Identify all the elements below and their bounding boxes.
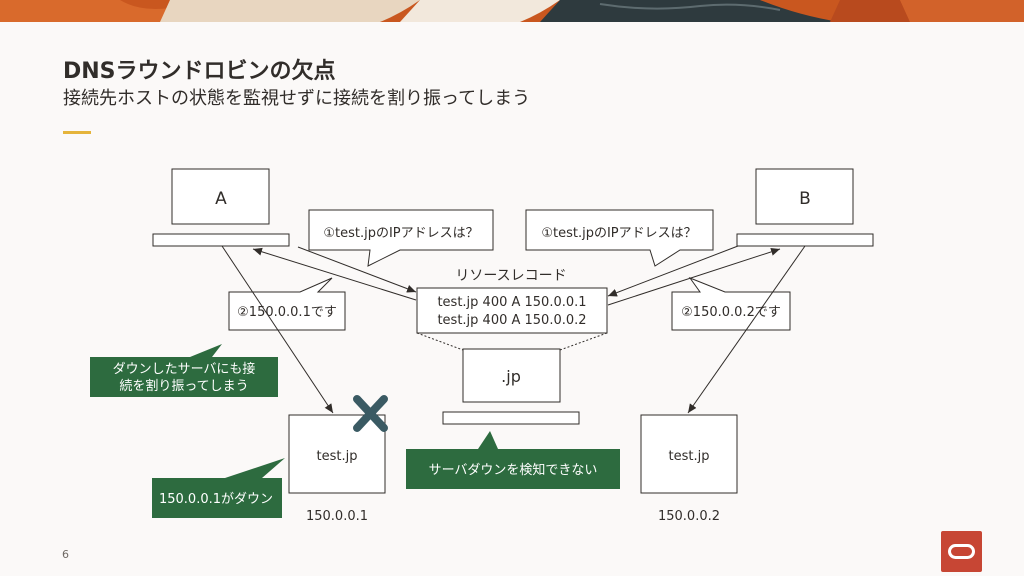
arrow-b-to-dns — [607, 245, 739, 297]
accent-bar — [63, 131, 91, 134]
down-x-icon — [353, 395, 388, 432]
record-line-1: test.jp 400 A 150.0.0.1 — [437, 295, 586, 310]
server-1-ip: 150.0.0.1 — [306, 509, 368, 524]
resource-record-box — [416, 287, 608, 334]
dns-server-keyboard — [442, 411, 580, 425]
arrow-dns-to-a-2 — [297, 246, 417, 293]
record-dotted-right — [559, 332, 608, 351]
page-number: 6 — [62, 548, 69, 561]
answer-b-text: ②150.0.0.2です — [681, 305, 781, 320]
note-cannot-detect-text: サーバダウンを検知できない — [429, 462, 598, 478]
server-2-box — [640, 414, 738, 494]
record-dotted-left — [416, 332, 464, 351]
note-ip-down-callout — [152, 458, 285, 518]
slide-subtitle: 接続先ホストの状態を監視せずに接続を割り振ってしまう — [63, 88, 531, 109]
answer-a-callout — [228, 277, 346, 331]
record-line-2: test.jp 400 A 150.0.0.2 — [437, 313, 586, 328]
client-a-monitor — [171, 168, 270, 225]
decorative-banner — [0, 0, 1024, 22]
query-a-text: ①test.jpのIPアドレスは？ — [323, 226, 478, 241]
note-cannot-detect-callout — [406, 431, 620, 489]
arrow-b-to-server-2 — [687, 245, 806, 414]
answer-b-callout — [671, 276, 791, 331]
server-1-label: test.jp — [317, 449, 358, 464]
note-down-server-line-1: ダウンしたサーバにも接 — [113, 361, 256, 377]
arrow-dns-to-a — [252, 247, 417, 301]
query-b-text: ①test.jpのIPアドレスは？ — [541, 226, 696, 241]
resource-record-title: リソースレコード — [455, 268, 566, 284]
client-a-label: A — [215, 189, 227, 209]
note-down-server-callout — [90, 344, 278, 397]
server-2-ip: 150.0.0.2 — [658, 509, 720, 524]
note-ip-down-text: 150.0.0.1がダウン — [159, 492, 273, 507]
slide-title: DNSラウンドロビンの欠点 — [63, 59, 336, 84]
client-b-keyboard — [736, 233, 874, 247]
client-b-monitor — [755, 168, 854, 225]
client-a-keyboard — [152, 233, 290, 247]
arrow-dns-to-b — [607, 247, 781, 306]
oracle-logo-icon — [941, 531, 982, 572]
server-2-label: test.jp — [669, 449, 710, 464]
server-1-box — [288, 414, 386, 494]
arrow-a-to-server-1 — [221, 245, 334, 414]
query-a-callout — [308, 209, 494, 267]
dns-server-monitor — [462, 348, 561, 403]
client-b-label: B — [799, 189, 811, 209]
note-down-server-line-2: 続を割り振ってしまう — [119, 378, 248, 394]
dns-server-label: .jp — [501, 367, 521, 386]
answer-a-text: ②150.0.0.1です — [237, 305, 337, 320]
query-b-callout — [525, 209, 714, 267]
